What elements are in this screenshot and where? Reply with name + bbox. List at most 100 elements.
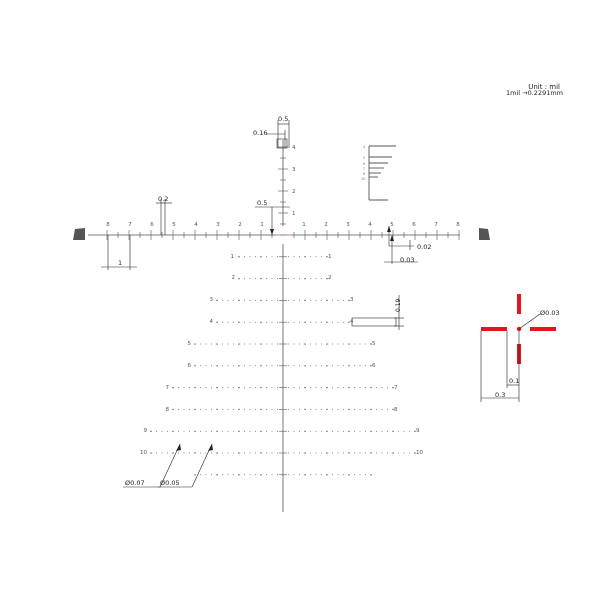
holdover-dot	[310, 452, 311, 454]
drop-label-left: 10	[140, 450, 147, 456]
holdover-dot	[161, 452, 163, 454]
holdover-dot	[161, 430, 163, 432]
dim-dot-large: Ø0.07	[125, 479, 145, 487]
left-post	[73, 228, 85, 240]
holdover-dot	[343, 408, 344, 410]
stadia-post	[351, 317, 397, 327]
holdover-dot	[211, 387, 212, 389]
detail-dimension-labels: Ø0.03 0.1 0.3	[495, 309, 560, 399]
holdover-dot	[205, 408, 207, 410]
svg-text:5: 5	[363, 156, 365, 160]
holdover-dot	[156, 430, 157, 432]
holdover-dot	[266, 474, 267, 476]
drop-label-left: 4	[210, 319, 214, 325]
holdover-dot	[189, 387, 190, 389]
holdover-dot	[293, 299, 295, 301]
dim-small-tick: 0.02	[417, 243, 431, 251]
dimension-labels: 0.5 0.16 0.2 0.5 1 0.02 0.03 0.19 Ø0.07 …	[118, 115, 431, 487]
holdover-dot	[271, 387, 273, 389]
holdover-dot	[189, 430, 190, 432]
holdover-dot	[348, 321, 350, 323]
holdover-dot	[387, 408, 388, 410]
holdover-dot	[337, 299, 339, 301]
holdover-dot	[271, 430, 273, 432]
holdover-dot	[376, 430, 377, 432]
holdover-dot	[244, 452, 245, 454]
drop-label-right: 8	[394, 407, 398, 413]
holdover-dot	[178, 408, 179, 410]
holdover-dot	[392, 386, 394, 389]
holdover-dot	[387, 430, 388, 432]
holdover-dot	[271, 321, 273, 323]
holdover-dot	[299, 430, 300, 432]
holdover-dot	[343, 430, 344, 432]
svg-text:6: 6	[363, 162, 365, 166]
holdover-dot	[321, 321, 322, 323]
holdover-dot	[216, 386, 218, 389]
holdover-dot	[343, 299, 344, 301]
h-label: 3	[216, 222, 220, 228]
holdover-dot	[277, 278, 278, 280]
holdover-dot	[348, 299, 350, 302]
holdover-dot	[304, 365, 306, 367]
holdover-dot	[359, 430, 361, 432]
holdover-dot	[304, 277, 306, 280]
holdover-dot	[255, 278, 256, 280]
drop-label-right: 5	[372, 341, 376, 347]
holdover-dot	[387, 452, 388, 454]
holdover-dot	[370, 386, 372, 389]
horizontal-ticks	[106, 230, 460, 240]
holdover-dot	[343, 321, 344, 323]
holdover-dot	[304, 299, 306, 302]
h-label: 1	[260, 222, 264, 228]
holdover-dot	[288, 343, 289, 345]
holdover-dot	[370, 365, 372, 367]
holdover-dot	[183, 387, 185, 389]
holdover-dot	[288, 278, 289, 280]
holdover-dot	[211, 365, 212, 367]
dim-tick-length: 0.03	[400, 256, 414, 264]
drop-label-left: 1	[231, 254, 235, 260]
holdover-dot	[244, 474, 245, 476]
holdover-dot	[299, 256, 300, 258]
holdover-dot	[332, 299, 333, 301]
holdover-dot	[288, 430, 289, 432]
holdover-dot	[216, 365, 218, 367]
holdover-dot	[359, 365, 361, 367]
holdover-dot	[150, 430, 152, 432]
holdover-dot	[277, 365, 278, 367]
holdover-dot	[255, 452, 256, 454]
holdover-dot	[365, 365, 366, 367]
holdover-dot	[227, 430, 229, 432]
holdover-dot	[211, 408, 212, 410]
holdover-dot	[310, 278, 311, 280]
holdover-dot	[238, 474, 240, 476]
holdover-dot	[249, 430, 251, 432]
h-label: 2	[238, 222, 242, 228]
holdover-dot	[233, 408, 234, 410]
holdover-dot	[266, 278, 267, 280]
detail-center-dot-label: Ø0.03	[540, 309, 560, 317]
holdover-dot	[288, 387, 289, 389]
holdover-dot	[233, 365, 234, 367]
holdover-dot	[332, 365, 333, 367]
holdover-dot	[178, 452, 179, 454]
rangefinder-scale	[368, 145, 396, 201]
holdover-dot	[348, 365, 350, 367]
holdover-dot	[266, 256, 267, 258]
holdover-dot	[354, 387, 355, 389]
vertical-ticks	[278, 146, 288, 225]
holdover-dot	[260, 343, 262, 345]
dim-dot-small: Ø0.05	[160, 479, 180, 487]
drop-label-left: 8	[166, 407, 170, 413]
holdover-dot	[337, 452, 339, 454]
holdover-dot	[238, 321, 240, 323]
holdover-dot	[337, 387, 339, 389]
holdover-dot	[337, 408, 339, 410]
holdover-dot	[271, 408, 273, 410]
holdover-dot	[288, 408, 289, 410]
holdover-dot	[332, 452, 333, 454]
holdover-dot	[315, 278, 317, 280]
